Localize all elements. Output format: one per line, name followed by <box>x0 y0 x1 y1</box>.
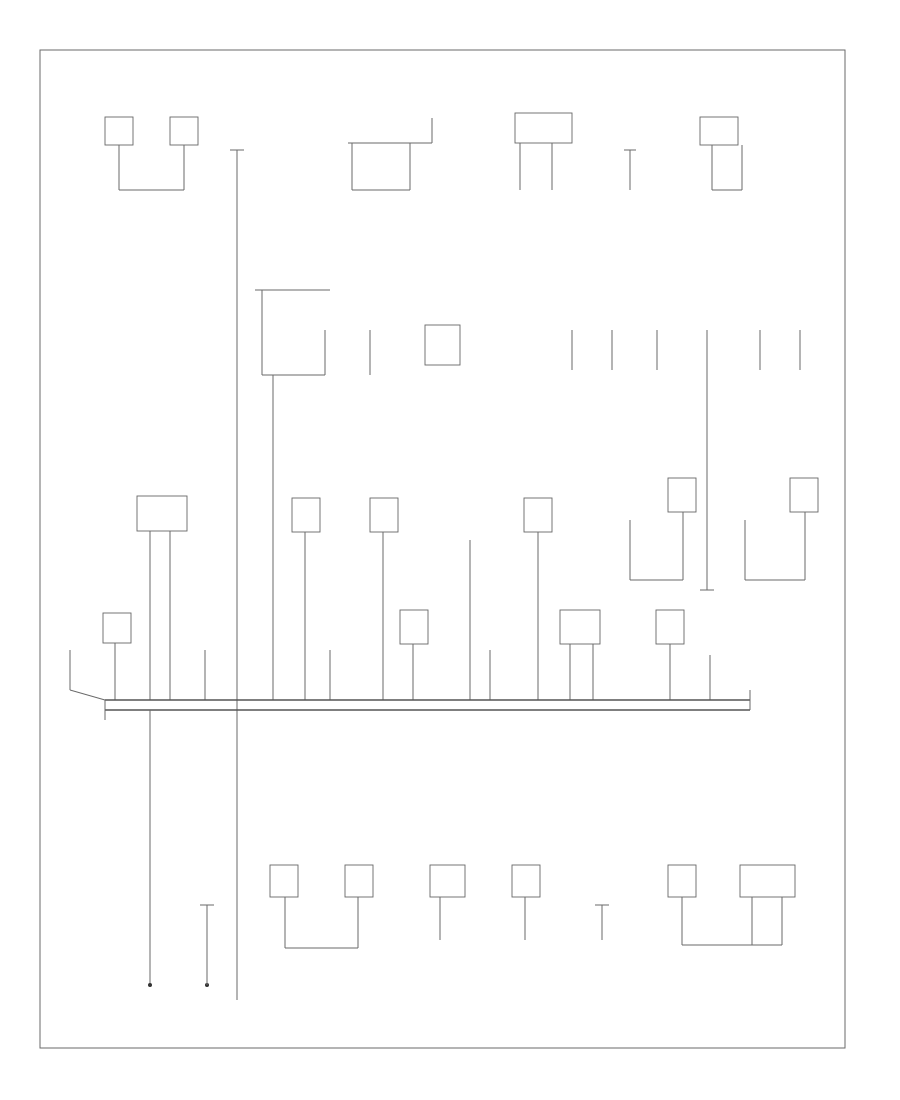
top-row-components <box>104 112 743 1000</box>
component-box <box>369 497 399 533</box>
component-box <box>399 609 429 645</box>
component-box <box>169 116 199 146</box>
component-box <box>104 116 134 146</box>
component-box <box>667 864 697 898</box>
ground-point <box>148 983 152 987</box>
fourth-row-components <box>69 609 711 700</box>
component-box <box>559 609 601 645</box>
third-row-components <box>136 477 819 700</box>
component-box <box>291 497 321 533</box>
component-box <box>269 864 299 898</box>
component-box <box>344 864 374 898</box>
component-box <box>136 495 188 532</box>
bottom-row-components <box>200 864 796 985</box>
main-ground-bus <box>69 689 751 987</box>
component-box <box>429 864 466 898</box>
component-box <box>739 864 796 898</box>
second-row-components <box>255 289 801 700</box>
component-box <box>655 609 685 645</box>
component-box <box>523 497 553 533</box>
component-box <box>789 477 819 513</box>
diagram-frame <box>39 49 846 1049</box>
component-box <box>514 112 573 144</box>
component-box <box>102 612 132 644</box>
component-box <box>699 116 739 146</box>
component-box <box>511 864 541 898</box>
component-box <box>424 324 461 366</box>
component-box <box>667 477 697 513</box>
